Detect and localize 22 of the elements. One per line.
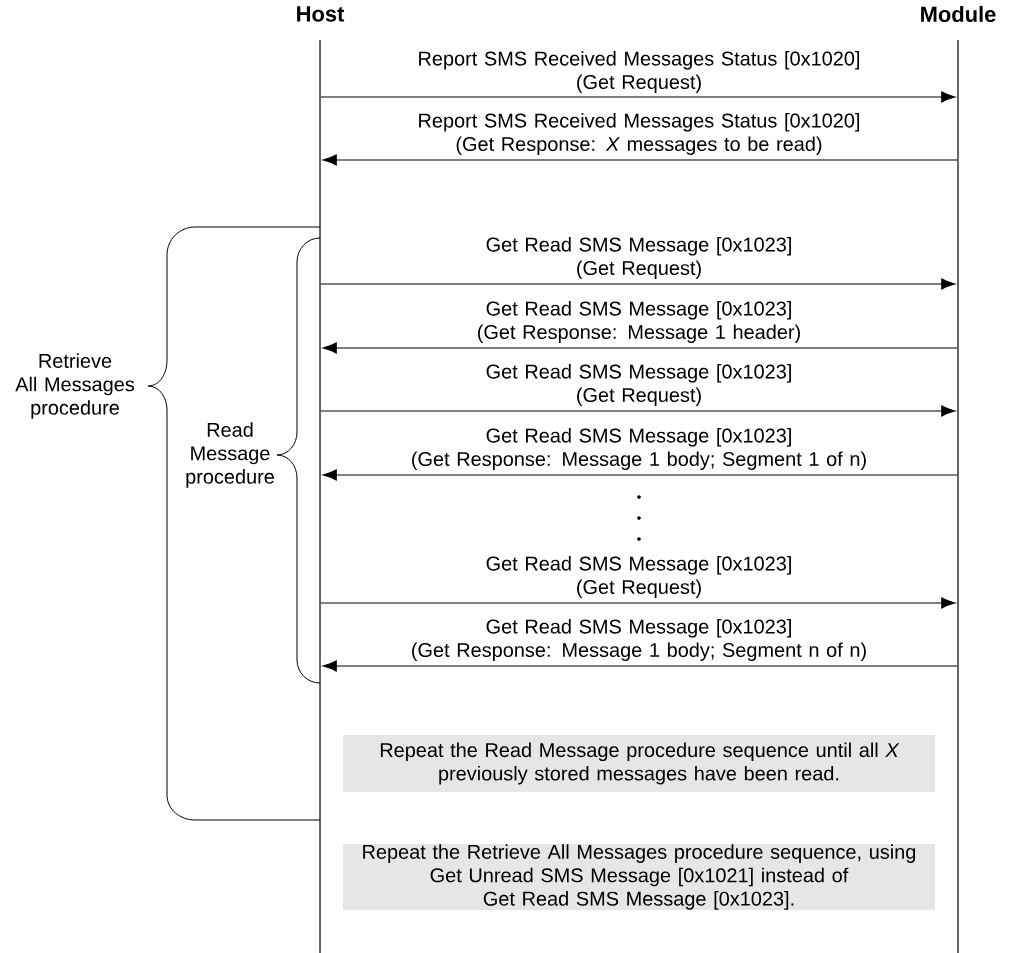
note-box: Repeat the Retrieve All Messages procedure sequence, using Get Unread SMS Message [0x1021] instead of Get Read SMS Message [0x1023]. (343, 844, 935, 910)
message-arrow (320, 405, 956, 417)
message-arrow (322, 154, 958, 166)
participant-label: Module (921, 5, 996, 23)
message-arrow (322, 469, 958, 481)
message-arrow (322, 660, 958, 672)
message-label: Get Read SMS Message [0x1023] (Get Response: Message 1 body; Segment n of n) (412, 619, 866, 661)
message-arrow (320, 91, 956, 103)
message-label: Get Read SMS Message [0x1023] (Get Request) (486, 556, 791, 598)
message-label: Get Read SMS Message [0x1023] (Get Response: Message 1 header) (478, 301, 800, 343)
message-arrow (320, 278, 956, 290)
bracket-label: Read Message procedure (186, 422, 274, 488)
message-label: Get Read SMS Message [0x1023] (Get Request) (486, 237, 791, 279)
message-arrow (320, 597, 956, 609)
message-arrow (322, 342, 958, 354)
message-label: Get Read SMS Message [0x1023] (Get Response: Message 1 body; Segment 1 of n) (412, 428, 866, 470)
message-label: Report SMS Received Messages Status [0x1020] (Get Request) (419, 51, 859, 93)
message-label: Get Read SMS Message [0x1023] (Get Request) (486, 364, 791, 406)
bracket-label: Retrieve All Messages procedure (15, 353, 135, 419)
message-label: Report SMS Received Messages Status [0x1020] (Get Response: X messages to be read) (419, 113, 859, 155)
note-box: Repeat the Read Message procedure sequence until all X previously stored messages have been read. (343, 735, 935, 792)
participant-label: Host (297, 6, 345, 22)
